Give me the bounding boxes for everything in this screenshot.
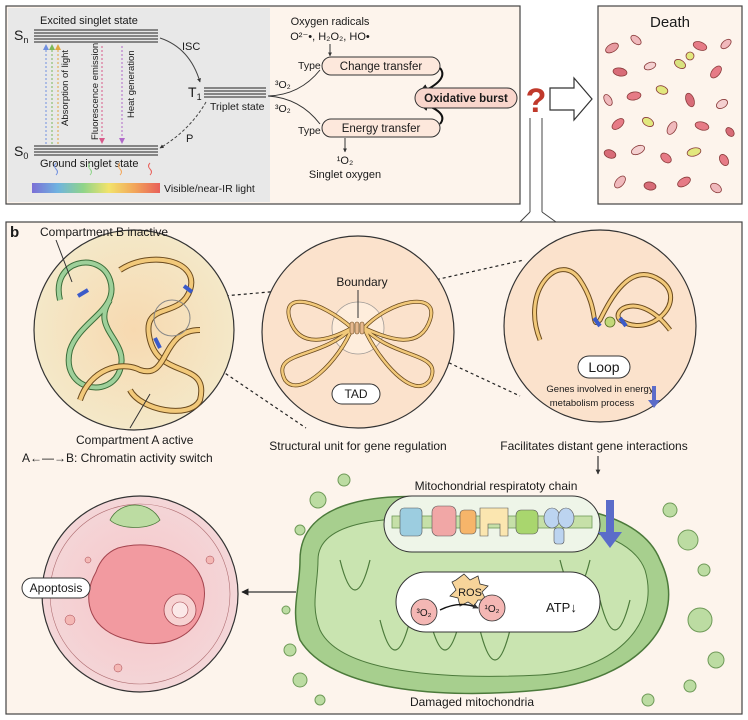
oxygen-radicals-label: Oxygen radicals [291, 16, 370, 28]
loop-circle [503, 229, 697, 423]
o2-singlet-label: ¹O₂ [485, 604, 500, 615]
apoptosis-label: Apoptosis [30, 581, 83, 595]
panel-a: a Sn Excited singlet state T1 Trip [5, 5, 521, 205]
isc-arrow [159, 37, 201, 83]
fluorescence-label: Fluorescence emission [90, 43, 101, 140]
tad-label: TAD [344, 387, 367, 401]
fluorescence-arrow [99, 46, 105, 144]
death-label: Death [650, 14, 690, 31]
isc-label: ISC [182, 41, 200, 53]
reaction-pathways: Oxygen radicals O²⁻•, H₂O₂, HO• Type I C… [267, 16, 518, 181]
p-arrow [159, 101, 207, 149]
tad-badge [331, 383, 381, 405]
o2-bottom-label: ³O₂ [275, 103, 291, 115]
switch-label: A←—→B: Chromatin activity switch [22, 451, 213, 465]
death-panel: Death [597, 5, 743, 205]
oxidative-burst-box [414, 87, 518, 109]
sn-levels [34, 29, 158, 43]
structural-label: Structural unit for gene regulation [269, 439, 446, 453]
ros-label: ROS [458, 587, 482, 599]
question-mark-connector: ? [519, 76, 593, 223]
p-label: P [186, 133, 193, 145]
death-arrow [549, 76, 593, 122]
o2-triplet-label: ³O₂ [417, 608, 432, 619]
chromatin-compartments [33, 229, 235, 431]
energy-transfer-label: Energy transfer [342, 123, 421, 135]
heat-arrow [119, 46, 125, 144]
singlet-oxygen-label: Singlet oxygen [309, 169, 381, 181]
loop-badge [577, 355, 631, 379]
chain-down-arrow [598, 500, 622, 548]
panel-b-label: b [10, 224, 19, 241]
apoptotic-cell [41, 495, 239, 693]
radicals-formula: O²⁻•, H₂O₂, HO• [290, 31, 370, 43]
genes-line2: metabolism process [550, 398, 635, 409]
change-transfer-box [321, 56, 441, 76]
triplet-title: Triplet state [210, 101, 265, 113]
excited-singlet-title: Excited singlet state [40, 15, 138, 27]
light-spectrum-bar [32, 183, 160, 193]
compartment-a-label: Compartment A active [76, 433, 194, 447]
absorption-arrows [43, 44, 61, 144]
panel-b: b Compartment B inactive Compartment A a… [5, 221, 743, 715]
damaged-mito-label: Damaged mitochondria [410, 695, 534, 709]
compartment-b-label: Compartment B inactive [40, 225, 168, 239]
o2-top-label: ³O₂ [275, 79, 291, 91]
atp-label: ATP↓ [546, 600, 577, 615]
facilitates-label: Facilitates distant gene interactions [500, 439, 687, 453]
respiratory-chain [383, 495, 601, 553]
jablonski-diagram: Sn Excited singlet state T1 Triplet stat… [8, 8, 270, 202]
question-mark: ? [526, 82, 547, 120]
boundary-label: Boundary [336, 275, 387, 289]
heat-label: Heat generation [126, 50, 137, 118]
singlet-formula: ¹O₂ [337, 155, 354, 167]
energy-transfer-box [321, 118, 441, 138]
mito-chain-label: Mitochondrial respiratoty chain [415, 479, 578, 493]
ros-box: ROS ³O₂ ¹O₂ ATP↓ [395, 571, 601, 633]
genes-down-arrow [648, 386, 660, 408]
s0-label: S0 [14, 143, 28, 161]
loop-label: Loop [588, 359, 619, 375]
t1-label: T1 [188, 84, 202, 102]
genes-line1: Genes involved in energy [546, 384, 653, 395]
s0-levels [34, 145, 158, 156]
apoptosis-badge [21, 577, 91, 599]
sn-label: Sn [14, 27, 28, 45]
light-bar-label: Visible/near-IR light [164, 183, 255, 195]
absorption-label: Absorption of light [60, 50, 71, 126]
type1-label: Type I [298, 60, 327, 72]
t1-levels [204, 87, 266, 98]
oxidative-burst-label: Oxidative burst [424, 93, 508, 105]
tad-circle [261, 235, 455, 429]
dead-cells [603, 34, 735, 194]
change-transfer-label: Change transfer [340, 61, 423, 73]
light-squiggles [54, 162, 152, 176]
